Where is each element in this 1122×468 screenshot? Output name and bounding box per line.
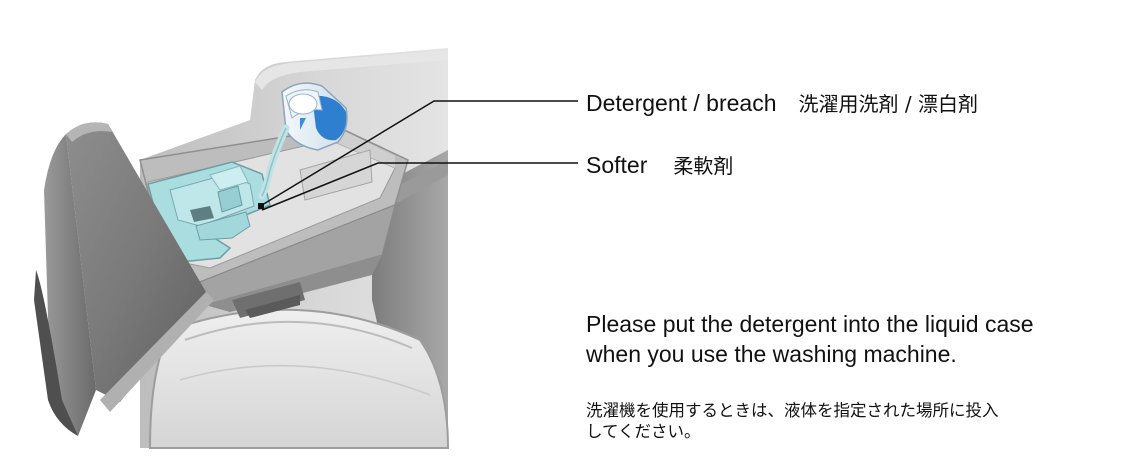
liquid-case [147,161,271,263]
instruction-en-line-2: when you use the washing machine. [586,341,957,367]
detergent-label: Detergent / breach 洗濯用洗剤 / 漂白剤 [586,88,978,117]
instruction-japanese: 洗濯機を使用するときは、液体を指定された場所に投入 してください。 [586,400,1116,442]
machine-lid [34,122,214,436]
detergent-leader-line [261,100,578,206]
instruction-english: Please put the detergent into the liquid… [586,309,1106,369]
instruction-jp-line-1: 洗濯機を使用するときは、液体を指定された場所に投入 [586,401,999,420]
softer-label: Softer 柔軟剤 [586,150,733,179]
detergent-label-jp: 洗濯用洗剤 / 漂白剤 [798,92,978,116]
instruction-jp-line-2: してください。 [586,422,701,441]
softer-leader-line [261,162,578,211]
instruction-en-line-1: Please put the detergent into the liquid… [586,311,1034,337]
leader-lines [258,100,578,211]
detergent-bottle [258,82,348,200]
softer-label-jp: 柔軟剤 [673,154,734,178]
softer-label-en: Softer [586,152,648,178]
detergent-label-en: Detergent / breach [586,90,777,116]
